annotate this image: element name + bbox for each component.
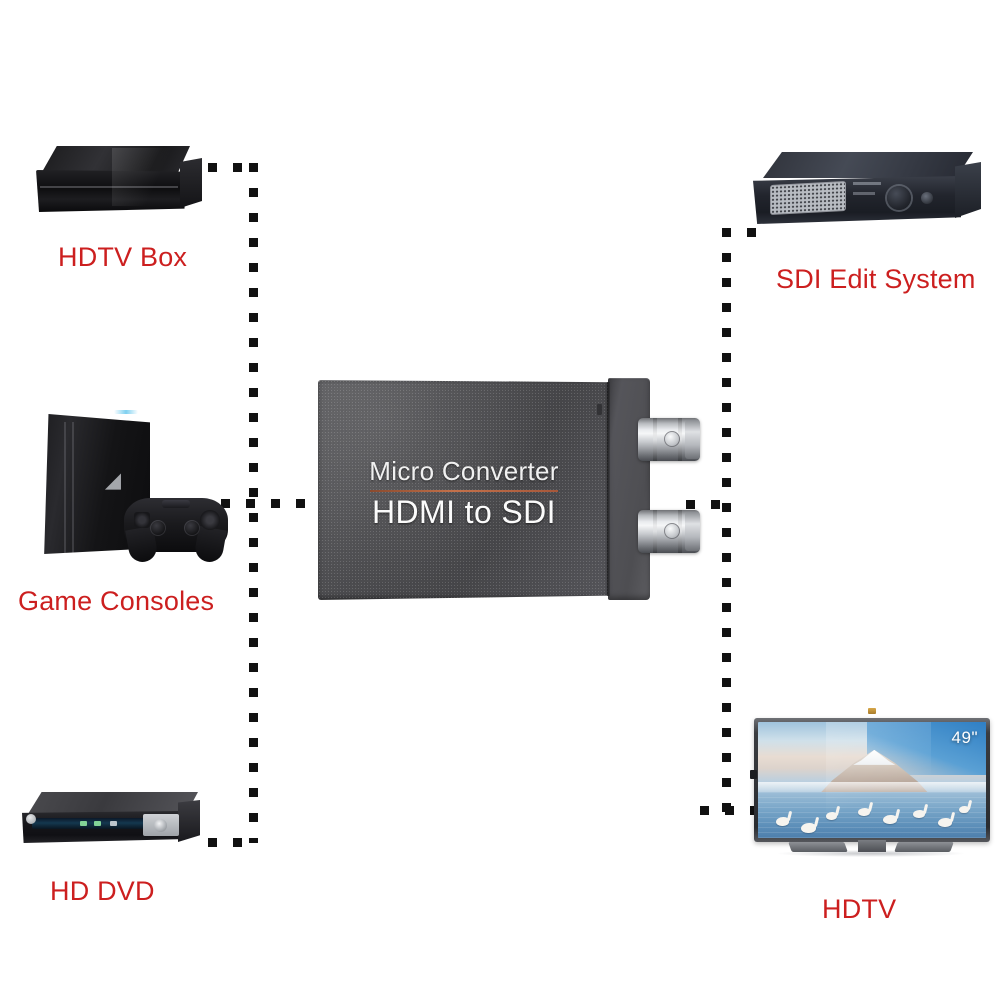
tv-drop-shadow [778,850,964,857]
label-sdi-edit-system: SDI Edit System [776,264,976,294]
label-hdtv-box: HDTV Box [58,242,188,272]
dvd-indicator-1 [80,821,87,826]
bnc-ring-2a [653,510,657,553]
connector-right-vertical-bus [722,228,731,816]
label-game-consoles: Game Consoles [18,586,215,616]
device-hd-dvd-player [22,792,214,856]
sdi-front-marking-1 [853,182,881,185]
tv-screen-glare [826,722,932,838]
sdi-output-port-2[interactable] [638,510,700,553]
converter-body [318,380,610,600]
tv-brand-logo [868,708,876,714]
converter-model-text: HDMI to SDI [372,494,556,530]
connector-converter-to-right-bus [686,500,730,509]
tv-scene-swan [858,807,871,816]
sdi-jog-dial [887,186,911,210]
controller-dpad [134,512,150,528]
label-hd-dvd: HD DVD [50,876,155,906]
device-hdtv: 49" [750,700,990,870]
tv-scene-swan [826,812,838,821]
tv-scene-swan [776,817,790,827]
bnc-face-2 [685,512,700,551]
set-top-box-icon [42,146,190,172]
dvd-side-panel [178,800,200,842]
television-icon: 49" [754,718,990,842]
converter-vent-notch [597,404,602,415]
sdi-output-port-1[interactable] [638,418,700,461]
controller-face-buttons [200,510,220,530]
sdi-side-panel [955,162,981,218]
converter-seam [607,382,610,596]
tv-scene-swan [938,818,953,828]
console-logo: ◢ [104,469,122,492]
tv-scene-swan [801,822,817,833]
tv-scene-swan [913,810,926,819]
converter-accent-rule [370,490,558,492]
dvd-indicator-3 [110,821,117,826]
converter-end-panel [608,378,650,600]
tv-scene-ripples [758,791,986,838]
tv-side-button[interactable] [750,770,757,779]
hdtv-box-seam [40,186,178,188]
controller-touchpad [162,500,190,508]
device-micro-converter: Micro Converter HDMI to SDI [318,378,700,604]
bnc-center-pin-1 [664,431,680,447]
tv-screen: 49" [758,722,986,838]
dvd-disc-slot [32,818,152,829]
device-sdi-edit-system [745,152,983,234]
tv-stand-neck [858,840,886,852]
tv-size-badge: 49" [951,728,978,747]
dvd-eject-button [26,814,36,824]
game-controller-icon [124,498,228,565]
tv-scene-swan [883,814,898,824]
sdi-speaker-grille [771,182,845,214]
controller-stick-right [184,520,200,536]
bnc-ring-1a [653,418,657,461]
hdtv-box-side-panel [180,158,202,208]
sdi-indicator-dot [921,192,933,204]
edit-deck-icon [763,152,973,178]
sdi-front-marking-2 [853,192,875,195]
connector-game-console-to-converter [196,499,324,508]
dvd-navigation-knob [154,819,167,832]
bnc-center-pin-2 [664,523,680,539]
bnc-ring-1b [678,418,682,461]
connector-hdtv-box-to-bus [208,163,258,172]
tv-scene-water [758,791,986,838]
connector-hd-dvd-to-bus [208,838,256,847]
device-hdtv-box [28,146,202,214]
tv-scene-swan [958,805,969,813]
connector-bus-to-hdtv [700,806,758,815]
converter-brand-text: Micro Converter [369,456,559,486]
controller-stick-left [150,520,166,536]
label-hdtv: HDTV [822,894,897,924]
bnc-ring-2b [678,510,682,553]
device-game-console: ◢ [28,408,228,565]
bnc-face-1 [685,420,700,459]
console-seam-b [72,422,74,554]
console-seam-a [64,422,66,554]
console-power-led [114,410,138,414]
hdtv-box-front-panel [36,170,186,212]
converter-silkscreen: Micro Converter HDMI to SDI [318,456,610,531]
dvd-player-icon [28,792,198,814]
connector-bus-to-sdi-edit-system [722,228,770,237]
dvd-indicator-2 [94,821,101,826]
hdtv-box-gloss [112,148,186,206]
